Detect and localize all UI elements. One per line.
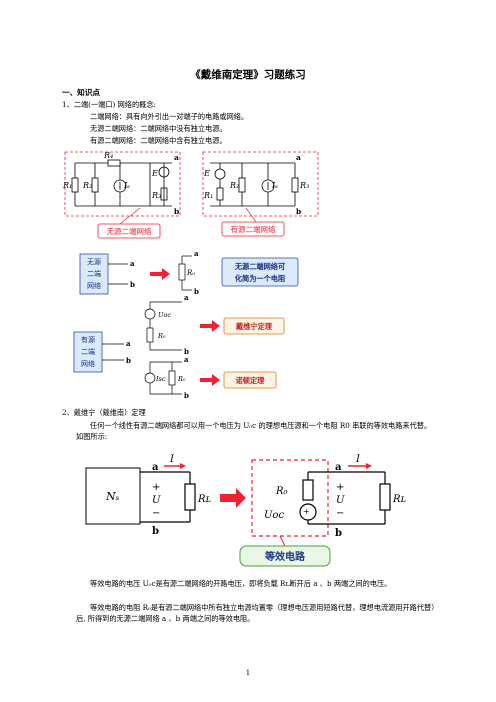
figure-equivalent-circuit: Nₛ Rʟ a b + U − I R₀ Uoc + Rʟ a b + U − … bbox=[85, 454, 407, 567]
label-r2-right: R₂ bbox=[229, 181, 239, 190]
item-2-heading: 2、戴维宁（戴维南）定理 bbox=[62, 408, 146, 417]
plus-right: + bbox=[336, 482, 344, 493]
label-rl-right: Rʟ bbox=[392, 494, 407, 505]
passive-box-line2: 二端 bbox=[87, 269, 101, 278]
label-r0-thevenin: R₀ bbox=[157, 332, 166, 340]
active-box-line3: 网络 bbox=[81, 359, 95, 368]
label-rl-left: Rʟ bbox=[197, 494, 212, 505]
item-1-heading: 1、二端(一端口) 网络的概念: bbox=[62, 100, 156, 109]
label-r3-left: R₃ bbox=[151, 191, 161, 200]
label-uoc: Uoc bbox=[158, 311, 171, 319]
paragraph-uoc: 等效电路的电压 U₀c是有源二端网络的开路电压，即将负载 Rʟ断开后 a 、b … bbox=[90, 579, 392, 588]
label-thevenin: 戴维宁定理 bbox=[236, 322, 273, 331]
active-box-line2: 二端 bbox=[81, 347, 95, 356]
terminal-a-fig3-left: a bbox=[152, 462, 159, 473]
passive-r0: R₀ bbox=[186, 269, 195, 277]
minus-right: − bbox=[336, 508, 344, 519]
label-r3-right: R₃ bbox=[299, 181, 309, 190]
label-r1-left: R₁ bbox=[62, 181, 72, 190]
label-e-left: E bbox=[151, 169, 158, 178]
passive-eq-b: b bbox=[194, 287, 199, 296]
label-is-left: Iₛ bbox=[123, 181, 130, 190]
terminal-a-left: a bbox=[174, 153, 179, 162]
label-r1-right: R₁ bbox=[203, 191, 213, 200]
label-u-right: U bbox=[336, 495, 345, 506]
callout-line1: 无源二端网络可 bbox=[234, 262, 285, 271]
label-ns: Nₛ bbox=[105, 490, 120, 503]
thevenin-b: b bbox=[184, 347, 189, 356]
figure-equivalents: 无源 二端 网络 R₀ a b a b 无源二端网络可 化简为一个电阻 有源 二… bbox=[73, 250, 299, 400]
label-i-left: I bbox=[169, 454, 175, 465]
thevenin-a: a bbox=[184, 293, 189, 302]
label-norton: 诺顿定理 bbox=[236, 376, 266, 385]
def-two-terminal: 二端网络：具有向外引出一对端子的电路或网络。 bbox=[90, 112, 249, 121]
label-i-right: I bbox=[355, 454, 361, 465]
active-box-line1: 有源 bbox=[81, 335, 95, 344]
passive-box-line1: 无源 bbox=[87, 257, 101, 266]
terminal-a-right: a bbox=[296, 153, 301, 162]
plus-left: + bbox=[152, 482, 160, 493]
label-active-network: 有源二端网络 bbox=[231, 224, 276, 234]
norton-b: b bbox=[184, 391, 189, 400]
paragraph-r0: 等效电路的电阻 R₀是有源二端网络中所有独立电源均置零（理想电压源用短路代替，理… bbox=[76, 603, 435, 623]
source-plus: + bbox=[303, 507, 310, 516]
paragraph-thevenin-statement: 任何一个线性有源二端网络都可以用一个电压为 U₀c 的理想电压源和一个电阻 R0… bbox=[76, 421, 432, 441]
terminal-b-fig3-left: b bbox=[152, 526, 159, 537]
label-isc: Isc bbox=[155, 375, 166, 383]
terminal-a-fig3-right: a bbox=[335, 462, 342, 473]
def-active: 有源二端网络：二端网络中含有独立电源。 bbox=[90, 136, 227, 145]
minus-left: − bbox=[152, 508, 160, 519]
passive-terminal-a: a bbox=[130, 259, 135, 268]
callout-line2: 化简为一个电阻 bbox=[235, 274, 286, 283]
figure-networks: R₁ R₂ R₄ Iₛ E R₃ a b E R₁ R₂ Iₛ R₃ a b 无… bbox=[62, 151, 319, 239]
label-passive-network: 无源二端网络 bbox=[107, 226, 152, 236]
label-equivalent-circuit: 等效电路 bbox=[265, 550, 306, 563]
norton-a: a bbox=[184, 355, 189, 364]
passive-eq-a: a bbox=[194, 250, 199, 258]
label-u-left: U bbox=[152, 495, 161, 506]
passive-box-line3: 网络 bbox=[87, 281, 101, 290]
page-number: 1 bbox=[245, 669, 251, 677]
label-is-right: Iₛ bbox=[271, 181, 278, 190]
passive-terminal-b: b bbox=[130, 280, 135, 289]
def-passive: 无源二端网络：二端网络中没有独立电源。 bbox=[90, 124, 227, 133]
label-r2-left: R₂ bbox=[82, 181, 92, 190]
terminal-b-right: b bbox=[296, 207, 301, 216]
label-uoc-fig3: Uoc bbox=[264, 510, 284, 521]
terminal-b-left: b bbox=[174, 207, 179, 216]
section-heading-knowledge: 一、知识点 bbox=[62, 88, 100, 97]
page-title: 《戴维南定理》习题练习 bbox=[190, 69, 306, 81]
label-r0-fig3: R₀ bbox=[275, 486, 288, 497]
active-terminal-a: a bbox=[126, 339, 131, 348]
label-e-right: E bbox=[203, 169, 210, 178]
label-r0-norton: R₀ bbox=[177, 375, 186, 383]
label-r4-left: R₄ bbox=[103, 151, 113, 160]
active-terminal-b: b bbox=[126, 356, 131, 365]
terminal-b-fig3-right: b bbox=[335, 528, 342, 539]
